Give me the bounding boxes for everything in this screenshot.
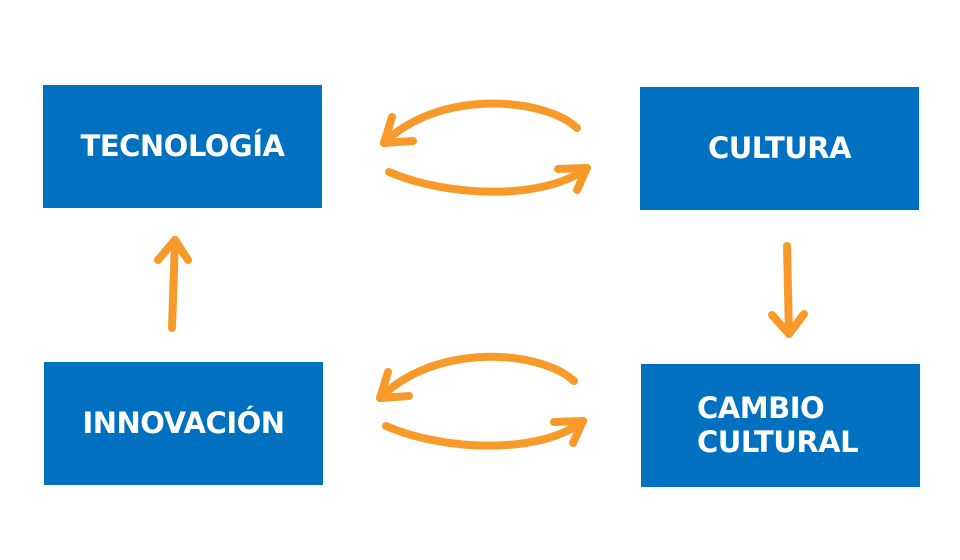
arrow-up-icon [154, 236, 192, 332]
curved-arrow-right-icon [385, 164, 591, 196]
arrow-down-icon [768, 242, 808, 338]
curved-arrow-left-icon [376, 352, 578, 402]
box-innovacion: INNOVACIÓN [44, 362, 323, 485]
box-tecnologia: TECNOLOGÍA [43, 85, 322, 208]
box-cambio-cultural: CAMBIO CULTURAL [641, 364, 920, 487]
curved-arrow-right-icon [382, 417, 587, 450]
box-innovacion-label: INNOVACIÓN [82, 405, 285, 440]
box-tecnologia-label: TECNOLOGÍA [80, 128, 285, 163]
box-cultura-label: CULTURA [707, 130, 852, 165]
curved-arrow-left-icon [380, 99, 581, 147]
box-cultura: CULTURA [640, 87, 919, 210]
box-cambio-cultural-label: CAMBIO CULTURAL [697, 391, 859, 459]
